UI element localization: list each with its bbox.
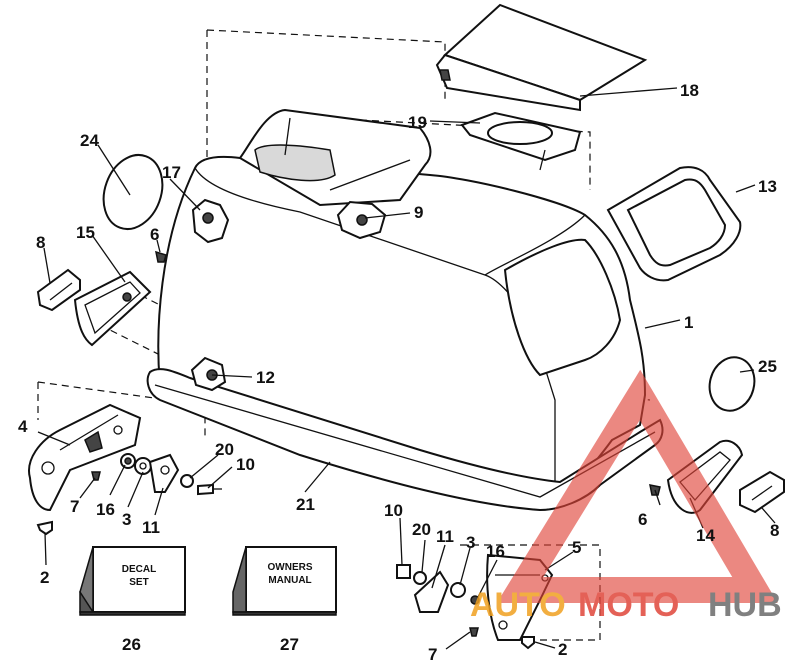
callout-19: 19	[408, 113, 427, 132]
callout-5: 5	[572, 538, 581, 557]
part-26-decal-box	[79, 546, 186, 616]
callout-2-left: 2	[40, 568, 49, 587]
callout-7-left: 7	[70, 497, 79, 516]
part-24-ring	[102, 154, 164, 230]
leader-lines	[37, 87, 776, 650]
callout-14: 14	[696, 526, 715, 545]
decal-label-line1: DECAL	[122, 564, 156, 575]
part-13-window	[606, 166, 742, 282]
callout-9: 9	[414, 203, 423, 222]
part-19-seal	[460, 111, 582, 171]
watermark-hub: HUB	[708, 586, 782, 624]
decal-label-line2: SET	[129, 577, 148, 588]
watermark-moto: MOTO	[578, 586, 679, 624]
callout-4: 4	[18, 417, 28, 436]
engine-cowl	[146, 108, 664, 512]
callout-16-left: 16	[96, 500, 115, 519]
callout-7-right: 7	[428, 645, 437, 664]
part-25-ring	[708, 356, 756, 412]
part-18-cover	[435, 3, 648, 112]
callout-27: 27	[280, 635, 299, 654]
callout-11-left: 11	[142, 518, 160, 537]
callout-2-right: 2	[558, 640, 567, 659]
callout-11-right: 11	[436, 527, 454, 546]
part-8-handle-right	[739, 470, 785, 514]
callout-8-left: 8	[36, 233, 45, 252]
part-12-grommet	[190, 356, 227, 392]
callout-12: 12	[256, 368, 275, 387]
callout-10-left: 10	[236, 455, 255, 474]
callout-numbers: 1 18 19 13 24 25 17 9 12 4 15 8 6 7 16 3…	[18, 81, 779, 664]
callout-6-right: 6	[638, 510, 647, 529]
part-27-manual-box	[232, 546, 337, 616]
callout-21: 21	[296, 495, 315, 514]
left-fasteners	[36, 453, 222, 536]
callout-13: 13	[758, 177, 777, 196]
callout-17: 17	[162, 163, 181, 182]
callout-1: 1	[684, 313, 693, 332]
part-17-knob	[191, 198, 230, 244]
callout-25: 25	[758, 357, 777, 376]
manual-label-line1: OWNERS	[268, 562, 313, 573]
automotohub-watermark: AUTO MOTO HUB	[470, 369, 782, 624]
callout-24: 24	[80, 131, 99, 150]
callout-18: 18	[680, 81, 699, 100]
part-6-screw-left	[155, 250, 167, 263]
part-9-latch	[336, 200, 387, 240]
watermark-auto: AUTO	[470, 586, 566, 624]
callout-20-left: 20	[215, 440, 234, 459]
part-15-bracket	[73, 270, 152, 347]
callout-6-left: 6	[150, 225, 159, 244]
callout-16-right: 16	[486, 542, 505, 561]
callout-15: 15	[76, 223, 95, 242]
callout-8-right: 8	[770, 521, 779, 540]
part-8-handle-left	[36, 268, 81, 312]
manual-label-line2: MANUAL	[268, 575, 311, 586]
callout-3-left: 3	[122, 510, 131, 529]
callout-10-right: 10	[384, 501, 403, 520]
callout-26: 26	[122, 635, 141, 654]
callout-20-right: 20	[412, 520, 431, 539]
callout-3-right: 3	[466, 533, 475, 552]
